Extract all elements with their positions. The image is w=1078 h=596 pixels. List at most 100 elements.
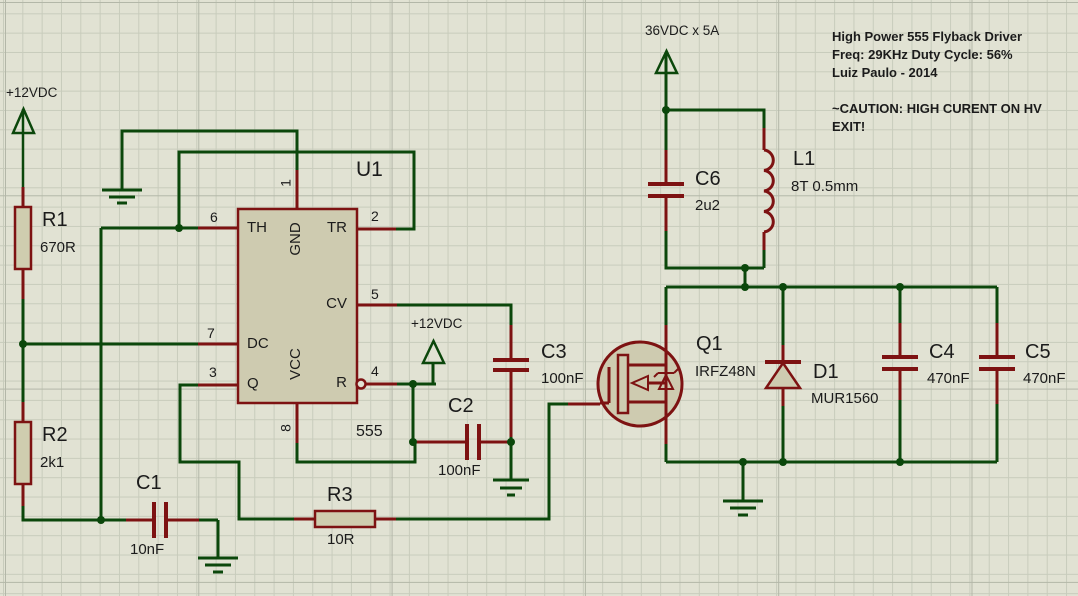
label-u1-ref: U1 — [356, 158, 383, 181]
label-u1-pin-gnd: GND — [287, 222, 305, 256]
label-u1-pin-tr: TR — [327, 219, 347, 236]
label-c2-ref: C2 — [448, 395, 474, 417]
annotation-title: High Power 555 Flyback Driver — [832, 29, 1023, 44]
mosfet-q1-diode-glyph — [657, 372, 675, 390]
junction-dot — [97, 516, 105, 524]
label-u1-pin4-number: 4 — [371, 363, 379, 379]
label-c5-value: 470nF — [1023, 370, 1066, 387]
capacitor-c4-plates[interactable] — [882, 355, 918, 371]
mosfet-q1-gate-plate — [616, 353, 630, 415]
label-u1-pin1-number: 1 — [277, 179, 294, 187]
label-hv-supply: 36VDC x 5A — [645, 23, 720, 38]
mosfet-q1-gate-bar — [600, 367, 611, 405]
wire-r2-bottom[interactable] — [21, 506, 126, 522]
junction-dot — [779, 283, 787, 291]
label-r2-value: 2k1 — [40, 454, 65, 471]
wire-tr-loop[interactable] — [177, 150, 416, 231]
label-d1-ref: D1 — [813, 361, 839, 383]
mosfet-q1-body-arrow — [629, 374, 649, 392]
resistor-r2-body[interactable] — [13, 420, 33, 486]
label-u1-pin5-number: 5 — [371, 286, 379, 302]
label-u1-pin-q: Q — [247, 375, 259, 392]
label-u1-pin7-number: 7 — [207, 325, 215, 341]
label-u1-pin-dc: DC — [247, 335, 269, 352]
label-u1-pin-r: R — [336, 374, 347, 391]
label-c3-value: 100nF — [541, 370, 584, 387]
power-arrow-36v[interactable] — [654, 48, 679, 75]
junction-dot — [507, 438, 515, 446]
inductor-l1-coil[interactable] — [763, 148, 775, 234]
label-u1-device: 555 — [356, 423, 383, 440]
label-u1-pin8-number: 8 — [277, 424, 294, 432]
label-rail-12vdc: +12VDC — [6, 85, 58, 100]
ground-symbol-source[interactable] — [723, 499, 763, 517]
resistor-r3-body[interactable] — [313, 509, 377, 529]
label-u1-pin3-number: 3 — [209, 364, 217, 380]
junction-dots — [19, 106, 904, 524]
wire-top-tank-loop[interactable] — [666, 108, 766, 128]
label-r3-ref: R3 — [327, 484, 353, 506]
label-c5-ref: C5 — [1025, 341, 1051, 363]
annotation-block: High Power 555 Flyback Driver Freq: 29KH… — [832, 28, 1078, 136]
label-d1-value: MUR1560 — [811, 390, 879, 407]
junction-dot — [896, 458, 904, 466]
label-r1-ref: R1 — [42, 209, 68, 231]
wire-pin1-to-ground[interactable] — [120, 129, 299, 190]
label-c1-ref: C1 — [136, 472, 162, 494]
resistor-r1-body[interactable] — [13, 205, 33, 271]
junction-dot — [662, 106, 670, 114]
wire-drain-rail[interactable] — [664, 285, 999, 325]
junction-dot — [739, 458, 747, 466]
junction-dot — [409, 438, 417, 446]
label-u1-pin6-number: 6 — [210, 209, 218, 225]
label-c4-ref: C4 — [929, 341, 955, 363]
label-r1-value: 670R — [40, 239, 76, 256]
label-reset-12vdc: +12VDC — [411, 316, 463, 331]
power-arrow-12v-left[interactable] — [11, 105, 36, 187]
junction-dot — [896, 283, 904, 291]
label-c2-value: 100nF — [438, 462, 481, 479]
junction-dot — [741, 283, 749, 291]
label-l1-ref: L1 — [793, 148, 816, 170]
wire-q-output[interactable] — [178, 383, 294, 521]
wire-vcc-net[interactable] — [295, 442, 417, 464]
mosfet-q1-diode-bar — [653, 368, 679, 378]
wire-r3-to-gate[interactable] — [396, 402, 568, 521]
label-c1-value: 10nF — [130, 541, 165, 558]
diode-d1-symbol[interactable] — [763, 360, 803, 390]
wire-c1-to-ground[interactable] — [199, 518, 220, 558]
label-u1-pin-vcc: VCC — [287, 348, 305, 380]
wire-tank-bottom[interactable] — [664, 231, 766, 270]
label-r2-ref: R2 — [42, 424, 68, 446]
ground-symbol-c1[interactable] — [198, 556, 238, 574]
capacitor-c3-plates[interactable] — [493, 358, 529, 372]
label-c4-value: 470nF — [927, 370, 970, 387]
capacitor-c5-plates[interactable] — [979, 355, 1015, 371]
capacitor-c2-plates[interactable] — [465, 424, 481, 460]
ground-symbol-c2c3[interactable] — [493, 478, 529, 497]
junction-dot — [409, 380, 417, 388]
u1-pin4-inverter-bubble[interactable] — [355, 378, 367, 390]
junction-dot — [175, 224, 183, 232]
capacitor-c6-plates[interactable] — [648, 182, 684, 198]
ic-u1-body[interactable] — [236, 207, 359, 405]
wire-reset-net[interactable] — [397, 363, 436, 442]
wire-source-rail[interactable] — [664, 444, 997, 501]
annotation-caution: ~CAUTION: HIGH CURENT ON HV EXIT! — [832, 101, 1042, 134]
mosfet-q1-channel — [628, 342, 668, 426]
wire-cv-to-c3[interactable] — [397, 303, 513, 325]
diode-d1-triangle — [763, 360, 803, 390]
label-c6-value: 2u2 — [695, 197, 721, 214]
label-q1-ref: Q1 — [696, 333, 723, 355]
label-u1-pin-cv: CV — [326, 295, 347, 312]
ground-symbol-top-left[interactable] — [102, 188, 142, 205]
capacitor-c1-plates[interactable] — [152, 502, 168, 538]
annotation-author: Luiz Paulo - 2014 — [832, 65, 938, 80]
junction-dot — [779, 458, 787, 466]
label-l1-value: 8T 0.5mm — [791, 178, 859, 195]
mosfet-q1-symbol[interactable] — [596, 340, 684, 428]
junction-dot — [741, 264, 749, 272]
power-arrow-12v-reset[interactable] — [421, 338, 446, 365]
